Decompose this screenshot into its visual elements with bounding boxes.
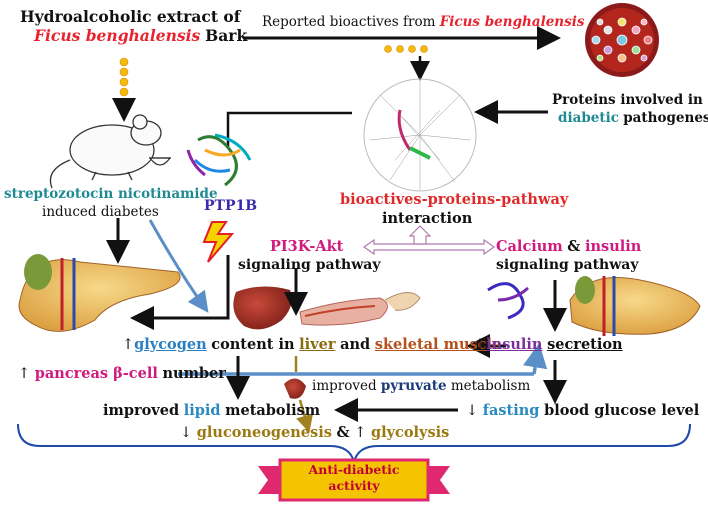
extract-species: Ficus benghalensis	[34, 26, 201, 45]
secretion-text: secretion	[547, 336, 623, 353]
up-arrow-1: ↑	[122, 337, 135, 353]
liver-text: liver	[299, 336, 336, 353]
compound-plate-icon	[585, 3, 659, 77]
arrow-ptp1b-to-pancreas	[130, 255, 230, 330]
pancreas-icon	[569, 276, 701, 336]
amp-text: &	[567, 238, 581, 255]
network-graph-icon	[363, 78, 477, 192]
proteins-line1: Proteins involved in	[552, 92, 703, 108]
fasting-row: ↓ fasting blood glucose level	[466, 402, 699, 419]
network-line2: interaction	[382, 210, 473, 227]
up-arrow-4: ↑	[354, 425, 367, 441]
star-icon	[119, 57, 129, 97]
calcium-line2: signaling pathway	[496, 257, 639, 273]
fasting-text: fasting	[482, 402, 540, 419]
glycolysis-text: glycolysis	[370, 424, 450, 441]
lightning-icon	[202, 221, 235, 263]
arrow-liver-to-gluconeogenesis	[296, 399, 313, 433]
pi3k-line2: signaling pathway	[238, 257, 381, 273]
down-arrow-1: ↓	[466, 403, 479, 419]
improved-lipid-prefix: improved	[103, 402, 180, 419]
extract-line2: Ficus benghalensis Bark	[34, 26, 247, 45]
pyruvate-row: improved pyruvate metabolism	[312, 378, 530, 394]
up-arrow-2: ↑	[474, 337, 487, 353]
insulin-path-text: insulin	[584, 238, 642, 255]
down-arrow-2: ↓	[180, 425, 193, 441]
metabolism2-text: metabolism	[225, 402, 321, 419]
calcium-insulin-label: Calcium & insulin	[496, 238, 641, 255]
and-text: and	[340, 336, 371, 353]
stz-line1: streptozotocin nicotinamide	[4, 186, 218, 202]
ptp1b-protein-icon	[186, 133, 252, 187]
anti-line1: Anti-diabetic	[308, 462, 400, 477]
liver-icon	[233, 286, 292, 330]
calcium-text: Calcium	[496, 238, 563, 255]
reported-bioactives-label: Reported bioactives from Ficus benghalen…	[262, 14, 584, 30]
proteins-pathogenesis: pathogenesis	[623, 110, 708, 126]
glucose-level-text: blood glucose level	[544, 402, 700, 419]
liver-icon	[284, 378, 306, 399]
reported-prefix: Reported bioactives from	[262, 14, 436, 30]
reported-species: Ficus benghalensis	[439, 14, 585, 30]
improved-pyruvate-prefix: improved	[312, 378, 377, 394]
skeletal-muscle-text: skeletal muscle	[374, 336, 502, 353]
line-network-to-ptp1b	[226, 111, 352, 148]
anti-line2: activity	[328, 478, 380, 493]
network-line1: bioactives-proteins-pathway	[340, 191, 569, 208]
gluconeogenesis-text: gluconeogenesis	[196, 424, 332, 441]
pancreas-icon	[18, 254, 181, 332]
amp2-text: &	[336, 424, 350, 441]
pancreas-beta-text: pancreas β-cell	[34, 365, 158, 382]
content-in-text: content in	[211, 336, 295, 353]
muscle-icon	[299, 292, 421, 326]
lipid-text: lipid	[183, 402, 221, 419]
pancreas-beta-row: ↑ pancreas β-cell number	[18, 365, 226, 382]
arrow-blue-diabetes-to-liver	[148, 219, 209, 313]
mouse-icon	[49, 114, 162, 189]
anti-diabetic-label: Anti-diabetic activity	[280, 462, 428, 494]
ptp1b-label: PTP1B	[204, 198, 258, 214]
star-icon	[384, 45, 428, 53]
number-text: number	[162, 365, 226, 382]
extract-bark: Bark	[205, 26, 248, 45]
glycogen-text: glycogen	[134, 336, 207, 353]
pyruvate-text: pyruvate	[380, 378, 447, 394]
arrow-beta-cell-to-insulin	[523, 343, 548, 375]
extract-line1: Hydroalcoholic extract of	[20, 7, 241, 26]
insulin-secretion-text: insulin	[486, 336, 543, 353]
glycogen-row: ↑glycogen content in liver and skeletal …	[122, 336, 501, 353]
ribbon-banner-icon	[258, 458, 450, 502]
food-bowl-icon	[148, 157, 172, 166]
insulin-secretion-row: ↑insulin secretion	[474, 336, 623, 353]
arrow-pathway-link	[362, 225, 496, 256]
gluconeogenesis-row: ↓ gluconeogenesis & ↑ glycolysis	[180, 424, 449, 441]
proteins-line2: diabetic pathogenesis	[558, 110, 708, 126]
metabolism1-text: metabolism	[450, 378, 531, 394]
insulin-protein-icon	[487, 282, 530, 320]
up-arrow-3: ↑	[18, 366, 31, 382]
lipid-row: improved lipid metabolism	[103, 402, 320, 419]
proteins-diabetic: diabetic	[558, 110, 619, 126]
pi3k-label: PI3K-Akt	[270, 238, 344, 255]
stz-line2: induced diabetes	[42, 204, 159, 220]
